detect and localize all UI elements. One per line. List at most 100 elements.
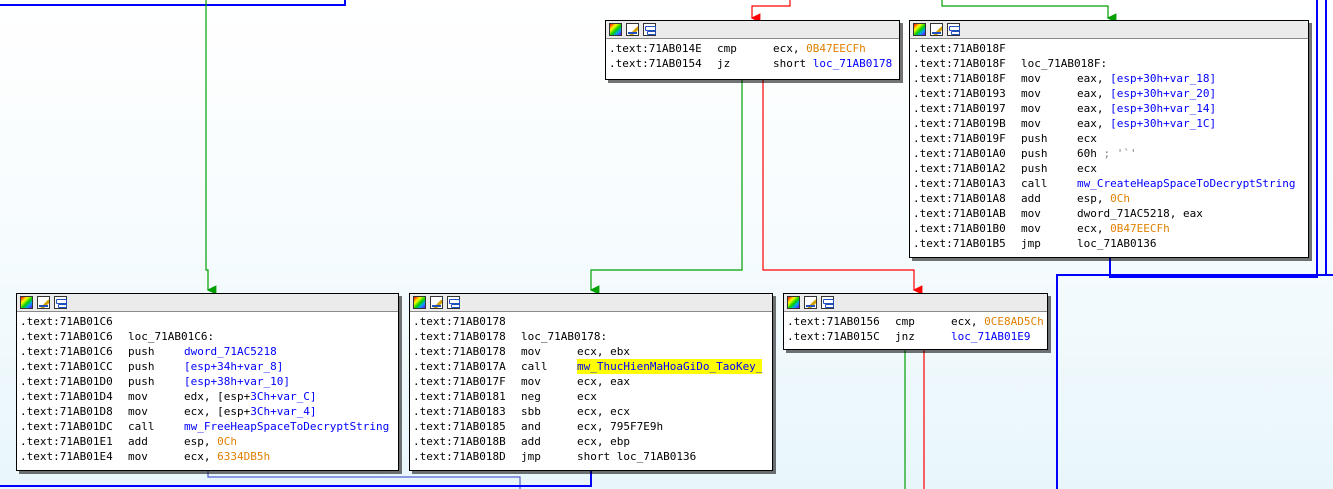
- rename-pencil-icon[interactable]: [430, 296, 443, 309]
- mnemonic: add: [521, 435, 541, 448]
- address: .text:71AB01DC: [20, 420, 113, 433]
- mnemonic: mov: [1021, 87, 1041, 100]
- address: .text:71AB01A2: [913, 162, 1006, 175]
- operand: dword_71AC5218, eax: [1077, 207, 1203, 220]
- edge-blue-178-out: [0, 471, 592, 487]
- asm-line[interactable]: .text:71AB0178: [413, 314, 772, 329]
- address: .text:71AB01C6: [20, 330, 113, 343]
- color-palette-icon[interactable]: [913, 23, 926, 36]
- operand: eax,: [1077, 72, 1111, 85]
- operand-ref: [esp+30h+var_1C]: [1110, 117, 1217, 130]
- mnemonic: call: [1021, 177, 1048, 190]
- operand: ecx: [1077, 162, 1097, 175]
- color-palette-icon[interactable]: [20, 296, 33, 309]
- address: .text:71AB019B: [913, 117, 1006, 130]
- rename-pencil-icon[interactable]: [804, 296, 817, 309]
- mnemonic: call: [521, 360, 548, 373]
- address: .text:71AB0181: [413, 390, 506, 403]
- mnemonic: add: [128, 435, 148, 448]
- color-palette-icon[interactable]: [413, 296, 426, 309]
- operand-ref: 3Ch+var_C]: [250, 390, 317, 403]
- operand: ecx,: [1077, 222, 1111, 235]
- group-nodes-icon[interactable]: [947, 23, 960, 36]
- jump-target-label[interactable]: loc_71AB0136: [616, 450, 697, 463]
- mnemonic: jz: [717, 57, 731, 70]
- operand: ecx,: [951, 315, 985, 328]
- asm-line[interactable]: .text:71AB018F: [913, 41, 1308, 56]
- group-nodes-icon[interactable]: [643, 23, 656, 36]
- function-name[interactable]: mw_CreateHeapSpaceToDecryptString: [1077, 177, 1296, 190]
- group-nodes-icon[interactable]: [821, 296, 834, 309]
- operand: esp,: [184, 435, 218, 448]
- edge-red-to-14e: [750, 0, 791, 23]
- operand: ecx,: [577, 420, 611, 433]
- mnemonic: push: [1021, 147, 1048, 160]
- highlighted-function-name[interactable]: mw_ThucHienMaHoaGiDo_TaoKey_: [577, 359, 763, 374]
- color-palette-icon[interactable]: [787, 296, 800, 309]
- code-label: loc_71AB0178:: [521, 330, 608, 343]
- address: .text:71AB01A0: [913, 147, 1006, 160]
- edge-blue-1c6-out: [207, 471, 521, 489]
- operand-ref: 3Ch+var_4]: [250, 405, 317, 418]
- jump-target-label[interactable]: loc_71AB01E9: [951, 330, 1031, 343]
- function-name[interactable]: mw_FreeHeapSpaceToDecryptString: [184, 420, 390, 433]
- rename-pencil-icon[interactable]: [37, 296, 50, 309]
- operand-number: 0CE8AD5Ch: [984, 315, 1044, 328]
- asm-line[interactable]: .text:71AB01C6: [20, 314, 398, 329]
- jump-target-label[interactable]: loc_71AB0136: [1077, 237, 1157, 250]
- address: .text:71AB0197: [913, 102, 1006, 115]
- jump-target-label[interactable]: loc_71AB0178: [812, 57, 893, 70]
- rename-pencil-icon[interactable]: [626, 23, 639, 36]
- group-nodes-icon[interactable]: [54, 296, 67, 309]
- mnemonic: cmp: [895, 315, 915, 328]
- rename-pencil-icon[interactable]: [930, 23, 943, 36]
- address: .text:71AB014E: [609, 42, 702, 55]
- group-nodes-icon[interactable]: [447, 296, 460, 309]
- block-header: [784, 294, 1047, 312]
- color-palette-icon[interactable]: [609, 23, 622, 36]
- address: .text:71AB019F: [913, 132, 1006, 145]
- operand: short: [773, 57, 813, 70]
